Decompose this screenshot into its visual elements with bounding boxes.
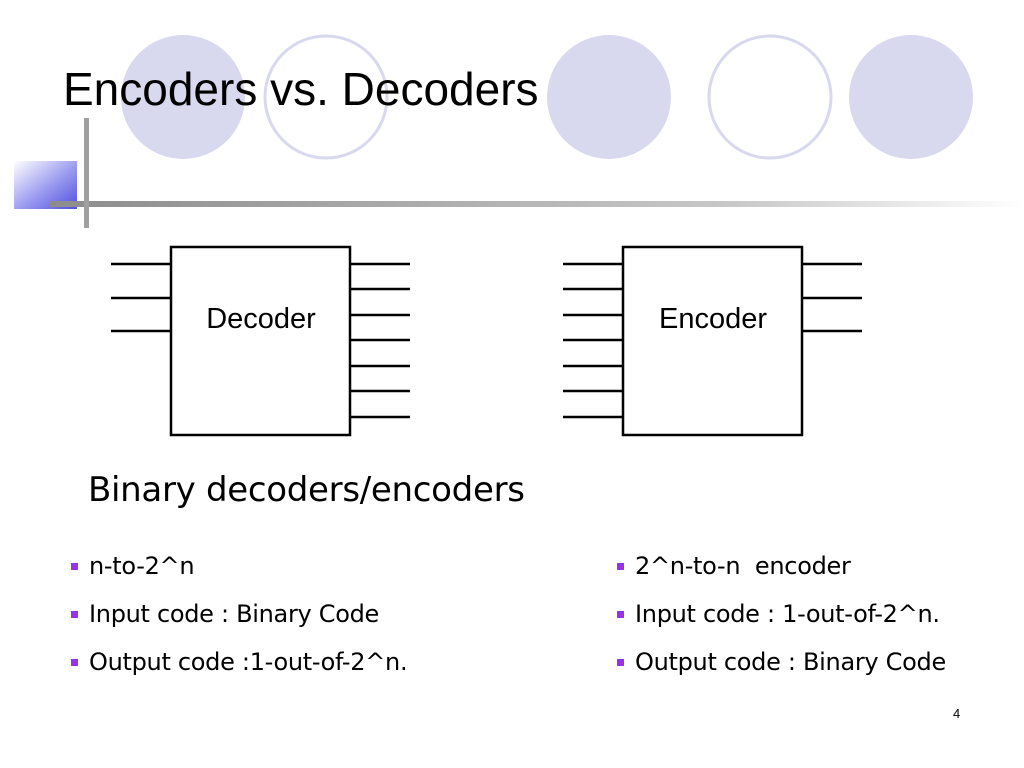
bullet-text: 2^n-to-n encoder: [635, 552, 851, 580]
square-bullet-icon: [71, 563, 78, 570]
deco-circle-filled: [547, 35, 671, 159]
deco-vertical-rule: [84, 118, 89, 228]
list-item: Output code :1-out-of-2^n.: [71, 644, 408, 692]
square-bullet-icon: [617, 563, 624, 570]
encoder-block: [563, 245, 862, 437]
diagram-subtitle: Binary decoders/encoders: [88, 470, 525, 510]
slide-title: Encoders vs. Decoders: [63, 63, 539, 115]
deco-circle-filled: [849, 35, 973, 159]
encoder-decoder-diagram: Decoder Encoder: [111, 245, 862, 437]
list-item: n-to-2^n: [71, 548, 407, 596]
square-bullet-icon: [71, 659, 78, 666]
bullet-text: n-to-2^n: [89, 552, 195, 580]
bullet-text: Output code :1-out-of-2^n.: [89, 648, 408, 676]
decoder-block: [111, 245, 410, 437]
bullet-text: Input code : 1-out-of-2^n.: [635, 600, 940, 628]
deco-circle-outline: [263, 34, 389, 160]
list-item: 2^n-to-n encoder: [617, 548, 946, 596]
deco-horizontal-rule: [50, 201, 1024, 207]
bullet-text: Input code : Binary Code: [89, 600, 379, 628]
decoder-box: [169, 245, 352, 437]
encoder-label: Encoder: [659, 303, 767, 335]
encoder-box: [621, 245, 804, 437]
encoder-bullet-list: 2^n-to-n encoder Input code : 1-out-of-2…: [617, 548, 946, 692]
square-bullet-icon: [617, 611, 624, 618]
square-bullet-icon: [617, 659, 624, 666]
list-item: Input code : 1-out-of-2^n.: [617, 596, 946, 644]
bullet-text: Output code : Binary Code: [635, 648, 946, 676]
header-decoration: [14, 34, 1024, 228]
list-item: Input code : Binary Code: [71, 596, 407, 644]
list-item: Output code : Binary Code: [617, 644, 946, 692]
decoder-bullet-list: n-to-2^n Input code : Binary Code Output…: [71, 548, 408, 692]
page-number: 4: [953, 706, 961, 721]
deco-circle-filled: [121, 35, 245, 159]
decoder-label: Decoder: [206, 303, 316, 335]
deco-circle-outline: [707, 34, 833, 160]
square-bullet-icon: [71, 611, 78, 618]
